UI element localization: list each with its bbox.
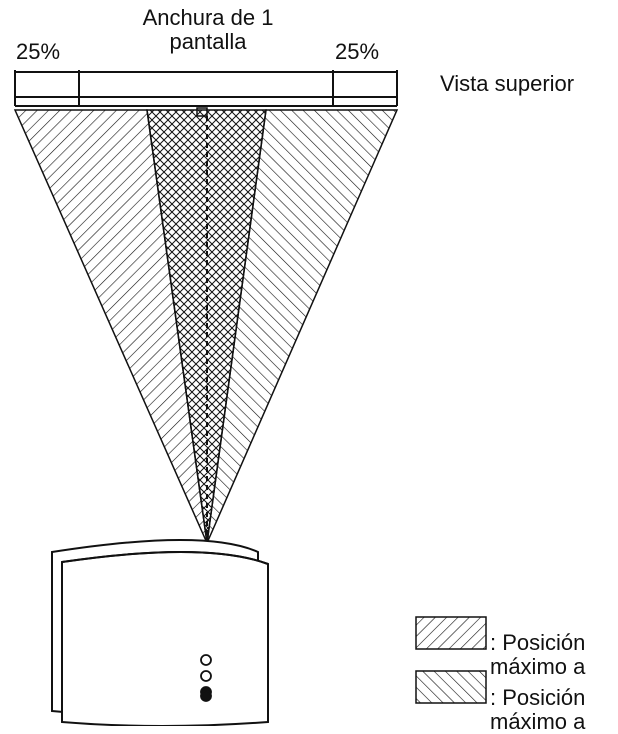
legend-item-2-line1: : Posición xyxy=(490,685,586,710)
left-percentage: 25% xyxy=(16,39,61,64)
view-label: Vista superior xyxy=(440,71,575,96)
screen-width-title-line1: Anchura de 1 xyxy=(142,5,274,30)
legend-item-2-line2: máximo a xyxy=(490,709,586,734)
projector-icon xyxy=(51,539,269,727)
right-percentage: 25% xyxy=(335,39,380,64)
legend-item-1-line2: máximo a xyxy=(490,654,586,680)
indicator-light-icon xyxy=(200,670,212,682)
indicator-light-icon xyxy=(200,654,212,666)
legend-item-1: : Posición máximo a xyxy=(490,630,586,680)
screen-width-title-line2: pantalla xyxy=(169,29,247,55)
screen-width-ruler xyxy=(14,70,398,117)
legend-item-2: : Posición máximo a xyxy=(490,685,586,734)
screen-width-title: Anchura de 1 pantalla xyxy=(88,5,328,55)
legend-item-1-line1: : Posición xyxy=(490,630,586,655)
legend-swatch-2 xyxy=(415,670,487,704)
legend-swatch-1 xyxy=(415,616,487,650)
indicator-light-icon xyxy=(200,690,212,702)
